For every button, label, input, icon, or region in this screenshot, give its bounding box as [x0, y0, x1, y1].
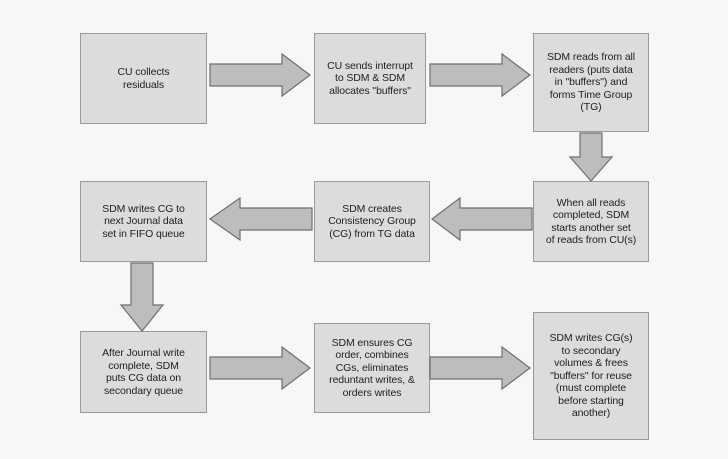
- arrow-right-icon: [428, 345, 532, 391]
- box-sdm-reads-from-readers: SDM reads from all readers (puts data in…: [533, 33, 649, 132]
- box-label: SDM writes CG to next Journal data set i…: [102, 202, 185, 240]
- box-cu-collects-residuals: CU collects residuals: [80, 33, 207, 124]
- arrow-right-icon: [208, 52, 312, 98]
- arrow-left-icon: [208, 196, 314, 242]
- box-label: SDM reads from all readers (puts data in…: [546, 51, 636, 114]
- box-all-reads-completed: When all reads completed, SDM starts ano…: [533, 181, 649, 262]
- arrow-right-icon: [208, 345, 312, 391]
- box-sdm-writes-cg-journal: SDM writes CG to next Journal data set i…: [80, 181, 207, 262]
- box-label: After Journal write complete, SDM puts C…: [102, 347, 185, 397]
- box-sdm-ensures-cg-order: SDM ensures CG order, combines CGs, elim…: [314, 323, 430, 413]
- arrow-down-icon: [119, 261, 165, 333]
- box-sdm-writes-cg-secondary: SDM writes CG(s) to secondary volumes & …: [533, 312, 649, 440]
- box-sdm-creates-cg: SDM creates Consistency Group (CG) from …: [314, 181, 430, 262]
- box-after-journal-write: After Journal write complete, SDM puts C…: [80, 331, 207, 413]
- box-cu-sends-interrupt: CU sends interrupt to SDM & SDM allocate…: [314, 33, 426, 124]
- box-label: When all reads completed, SDM starts ano…: [545, 196, 637, 247]
- arrow-down-icon: [568, 131, 614, 183]
- box-label: CU sends interrupt to SDM & SDM allocate…: [327, 59, 413, 97]
- arrow-left-icon: [430, 196, 534, 242]
- arrow-right-icon: [428, 52, 532, 98]
- box-label: CU collects residuals: [117, 66, 170, 91]
- box-label: SDM creates Consistency Group (CG) from …: [328, 202, 416, 240]
- box-label: SDM writes CG(s) to secondary volumes & …: [549, 332, 633, 420]
- box-label: SDM ensures CG order, combines CGs, elim…: [329, 336, 415, 399]
